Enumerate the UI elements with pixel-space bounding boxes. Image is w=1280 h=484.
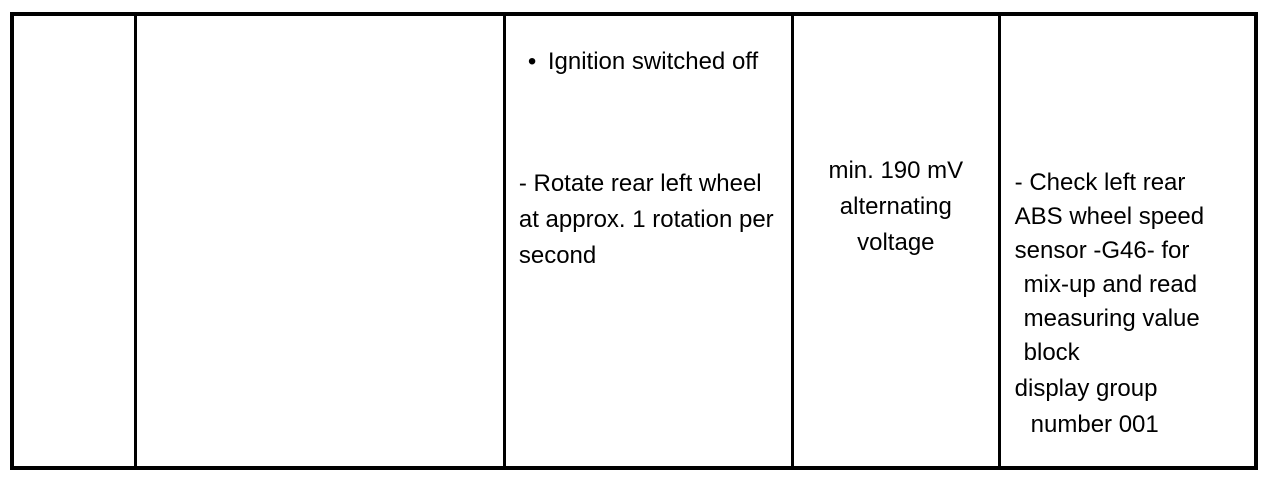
bullet-item-label: Ignition switched off [547, 48, 759, 75]
remedy-line-8: number 001 [1030, 411, 1159, 438]
table-cell-remedy: - Check left rear ABS wheel speed sensor… [997, 16, 1254, 466]
remedy-content: - Check left rear ABS wheel speed sensor… [1015, 166, 1253, 442]
spec-table: • Ignition switched off - Rotate rear le… [10, 12, 1258, 470]
specified-value-line-1: min. 190 mV [828, 157, 964, 184]
test-conditions-content: • Ignition switched off - Rotate rear le… [506, 16, 791, 466]
table-cell-specified-value: min. 190 mV alternating voltage [790, 16, 998, 466]
table-cell-column-2 [134, 16, 503, 466]
test-instruction-text: - Rotate rear left wheel at approx. 1 ro… [518, 170, 774, 269]
bullet-point-icon: • [527, 48, 537, 75]
remedy-line-3: sensor -G46- for [1014, 237, 1190, 264]
remedy-line-2: ABS wheel speed [1014, 203, 1205, 230]
specified-value-content: min. 190 mV alternating voltage [794, 153, 998, 261]
specified-value-line-2: alternating [839, 193, 952, 220]
remedy-line-6: block [1023, 339, 1080, 366]
remedy-line-1: - Check left rear [1014, 169, 1186, 196]
remedy-line-7: display group [1014, 375, 1158, 402]
table-cell-column-1 [14, 16, 135, 466]
specified-value-line-3: voltage [857, 229, 935, 256]
bullet-list-item: • Ignition switched off [528, 45, 778, 79]
table-cell-test-conditions: • Ignition switched off - Rotate rear le… [502, 16, 791, 466]
remedy-line-4: mix-up and read [1023, 271, 1198, 298]
remedy-line-5: measuring value [1023, 305, 1200, 332]
